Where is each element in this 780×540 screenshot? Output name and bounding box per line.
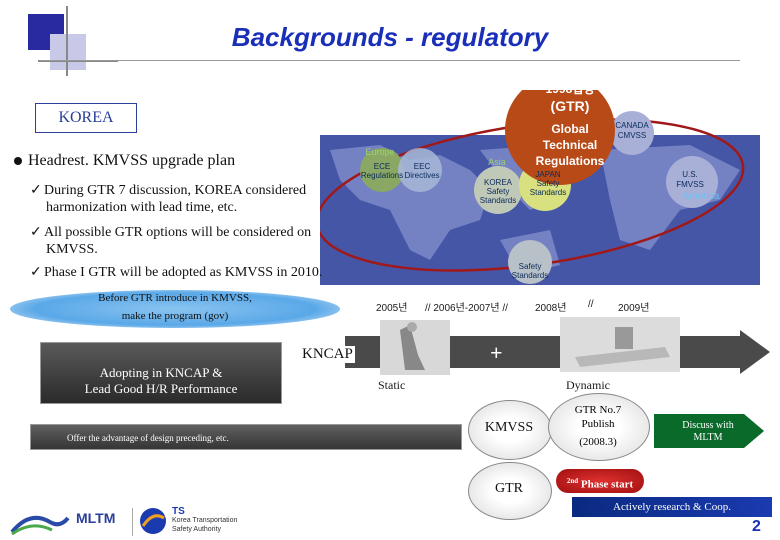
- discuss-arrow: [654, 414, 764, 448]
- phase-sup: 2nd: [566, 477, 579, 485]
- bullet-3-text: Phase I GTR will be adopted as KMVSS in …: [44, 265, 323, 280]
- check-icon: ✓: [30, 265, 42, 280]
- ece-label: ECE: [373, 162, 391, 171]
- gtr7-label-1: GTR No.7: [574, 404, 622, 416]
- title-underline: [40, 60, 740, 61]
- canada-label-1: CANADA: [615, 121, 649, 130]
- gtr7-circle: [548, 393, 650, 461]
- japan-std-1: JAPAN: [535, 170, 561, 179]
- australia-label-1: Safety: [518, 262, 542, 271]
- kncap-label: KNCAP: [300, 346, 355, 363]
- ts-sub-1: Korea Transportation: [172, 517, 238, 524]
- intro-text-1: Before GTR introduce in KMVSS,: [98, 292, 252, 304]
- ts-logo-icon: [140, 508, 166, 534]
- ece-reg-label: Regulations: [360, 171, 404, 180]
- japan-std-2: Safety: [536, 179, 560, 188]
- year-sep: //: [588, 299, 594, 310]
- bullet-2-cont: KMVSS.: [46, 242, 98, 257]
- australia-label-2: Standards: [511, 271, 549, 280]
- europe-label: Europe: [365, 147, 395, 157]
- headrest-text: Headrest. KMVSS upgrade plan: [28, 152, 236, 169]
- year-2006-2007: // 2006년-2007년 //: [425, 303, 508, 314]
- bullet-3: ✓Phase I GTR will be adopted as KMVSS in…: [30, 264, 370, 281]
- gtr-1998-label: 1998협정: [545, 82, 595, 96]
- page-title: Backgrounds - regulatory: [231, 22, 549, 52]
- actively-bar: Actively research & Coop.: [572, 497, 772, 517]
- korea-std-2: Safety: [486, 187, 510, 196]
- bullet-2-text: All possible GTR options will be conside…: [44, 225, 312, 240]
- decor-squares: [28, 6, 118, 76]
- korea-box: KOREA: [35, 103, 137, 133]
- bullet-1-cont: harmonization with lead time, etc.: [46, 200, 238, 215]
- gtr-abbr-label: (GTR): [550, 98, 590, 114]
- intro-callout: [10, 290, 340, 328]
- ts-sub-2: Safety Authority: [172, 526, 222, 533]
- adopting-box: Adopting in KNCAP & Lead Good H/R Perfor…: [40, 342, 282, 404]
- phase-pill: 2nd Phase start: [556, 469, 644, 493]
- year-2009: 2009년: [618, 303, 650, 314]
- bullet-1-text: During GTR 7 discussion, KOREA considere…: [44, 183, 307, 198]
- asia-label: Asia: [488, 157, 506, 167]
- headrest-heading: Headrest. KMVSS upgrade plan: [14, 152, 334, 169]
- world-map: [320, 90, 760, 285]
- gtr7-label-2: Publish: [581, 418, 615, 430]
- page-number: 2: [752, 518, 761, 535]
- adopting-text-2: Lead Good H/R Performance: [84, 381, 238, 396]
- kmvss-label: KMVSS: [484, 420, 534, 435]
- gtr-circle: [468, 462, 552, 520]
- bullet-2: ✓All possible GTR options will be consid…: [30, 224, 360, 241]
- logo-divider: [132, 508, 133, 536]
- adopting-text-1: Adopting in KNCAP &: [99, 365, 223, 380]
- korea-std-1: KOREA: [483, 178, 512, 187]
- gtr-label: GTR: [495, 481, 523, 496]
- bullet-dot-icon: [14, 157, 22, 166]
- ts-logo-text: TS: [172, 506, 185, 517]
- gtr-full-3: Regulations: [535, 154, 605, 168]
- eec-label: EEC: [413, 162, 431, 171]
- america-label: America: [682, 191, 720, 202]
- discuss-label-1: Discuss with: [682, 420, 734, 431]
- eec-dir-label: Directives: [404, 171, 440, 180]
- phase-text: Phase start: [578, 478, 634, 491]
- offer-text: Offer the advantage of design preceding,…: [67, 433, 229, 443]
- gtr7-label-3: (2008.3): [579, 436, 617, 448]
- dynamic-label: Dynamic: [566, 378, 610, 392]
- canada-label-2: CMVSS: [617, 131, 647, 140]
- sled-test-image: [560, 317, 680, 372]
- actively-text: Actively research & Coop.: [613, 501, 731, 513]
- plus-label: +: [490, 340, 503, 365]
- usa-label-1: U.S.: [682, 170, 698, 179]
- discuss-label-2: MLTM: [693, 432, 723, 443]
- check-icon: ✓: [30, 183, 42, 198]
- kmvss-circle: [468, 400, 552, 460]
- bullet-1: ✓During GTR 7 discussion, KOREA consider…: [30, 182, 360, 199]
- mltm-logo-text: MLTM: [76, 510, 116, 526]
- year-2005: 2005년: [376, 303, 408, 314]
- gtr-full-1: Global: [551, 122, 589, 136]
- intro-text-2: make the program (gov): [121, 310, 229, 322]
- japan-std-3: Standards: [529, 188, 567, 197]
- gtr-full-2: Technical: [542, 138, 598, 152]
- offer-box: Offer the advantage of design preceding,…: [30, 424, 462, 450]
- korea-std-3: Standards: [479, 196, 517, 205]
- static-label: Static: [378, 378, 406, 392]
- mltm-logo-icon: [10, 515, 70, 536]
- usa-label-2: FMVSS: [676, 180, 704, 189]
- seat-test-image: [380, 320, 450, 375]
- check-icon: ✓: [30, 225, 42, 240]
- year-2008: 2008년: [535, 303, 567, 314]
